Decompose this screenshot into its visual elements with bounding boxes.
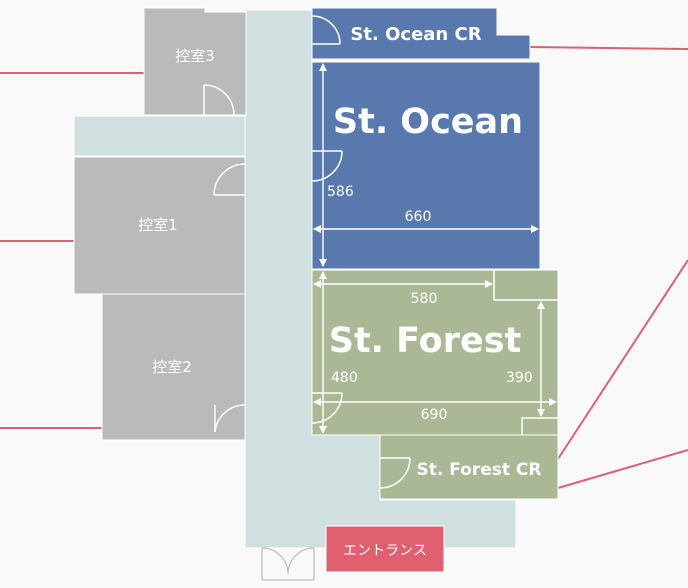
room-label-st-ocean-cr: St. Ocean CR xyxy=(350,24,481,45)
door-icon xyxy=(311,15,341,45)
dimension-arrows-ocean xyxy=(313,63,539,267)
room-st-forest[interactable]: St. Forest 580 480 390 690 xyxy=(311,269,559,436)
room-label-st-forest-cr: St. Forest CR xyxy=(417,460,542,480)
dimension-forest-bottom-width: 690 xyxy=(421,407,448,423)
room-st-forest-cr[interactable]: St. Forest CR xyxy=(379,434,559,500)
room-label-st-ocean: St. Ocean xyxy=(333,102,523,142)
waiting-room-3[interactable]: 控室3 xyxy=(143,7,247,116)
dimension-forest-right-height: 390 xyxy=(506,370,533,386)
entrance[interactable]: エントランス xyxy=(325,525,445,573)
room-st-ocean-cr[interactable]: St. Ocean CR xyxy=(311,7,531,60)
door-icon xyxy=(311,150,343,182)
dimension-forest-top-width: 580 xyxy=(411,291,438,307)
door-icon xyxy=(213,163,246,196)
room-label-waiting-1: 控室1 xyxy=(138,216,178,234)
room-label-waiting-3: 控室3 xyxy=(175,47,215,65)
door-icon xyxy=(379,457,411,489)
dimension-forest-left-height: 480 xyxy=(331,370,358,386)
wall-segments xyxy=(493,270,558,435)
dimension-ocean-width: 660 xyxy=(405,209,432,225)
entrance-label: エントランス xyxy=(343,543,427,559)
dimension-arrows-forest xyxy=(313,271,557,434)
leader-line-forest xyxy=(555,259,688,463)
waiting-room-2[interactable]: 控室2 xyxy=(101,293,246,441)
door-icon xyxy=(203,84,235,116)
room-label-waiting-2: 控室2 xyxy=(152,358,192,376)
leader-lines xyxy=(0,46,688,489)
room-label-st-forest: St. Forest xyxy=(329,321,522,361)
room-st-ocean[interactable]: St. Ocean 586 660 xyxy=(311,61,541,270)
double-door-icon xyxy=(261,547,315,581)
door-icon xyxy=(311,392,343,424)
corridor xyxy=(73,9,517,549)
door-icon xyxy=(214,404,246,433)
waiting-room-1[interactable]: 控室1 xyxy=(73,156,246,295)
leader-line-ocean-cr xyxy=(529,46,688,50)
leader-line-forest-cr xyxy=(557,449,688,489)
dimension-ocean-height: 586 xyxy=(327,184,354,200)
